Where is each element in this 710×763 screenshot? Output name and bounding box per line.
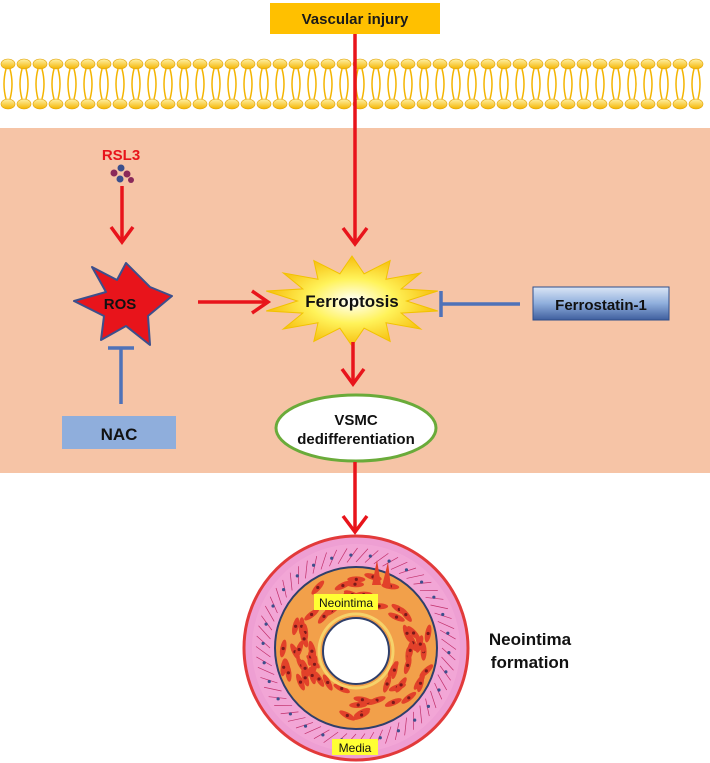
arrowhead-vsmc (341, 514, 369, 535)
vsmc-ellipse (274, 393, 438, 463)
media-tag-box (332, 739, 378, 755)
neointima-tag-box (314, 594, 378, 610)
nac-box (62, 416, 176, 449)
vsmc-label-line1: VSMC (334, 412, 378, 429)
neointima-formation-line1: Neointima (489, 630, 572, 649)
rsl3-label: RSL3 (102, 147, 140, 164)
neointima-tag-label: Neointima (319, 596, 373, 610)
cell-membrane-bilayer (0, 58, 704, 110)
ferrostatin-box (532, 286, 670, 321)
nac-label: NAC (101, 425, 138, 444)
rsl3-molecule-icon (110, 164, 134, 183)
arrowhead-ferroptosis (340, 367, 366, 387)
ferroptosis-label: Ferroptosis (305, 292, 399, 311)
arrowhead-ros (251, 289, 272, 315)
vessel-cross-section (242, 534, 470, 762)
arrowhead-rsl3 (109, 225, 135, 245)
vascular-injury-box (270, 3, 440, 34)
vsmc-label-line2: dedifferentiation (297, 431, 415, 448)
ros-label: ROS (104, 296, 137, 313)
media-tag-label: Media (339, 741, 372, 755)
ferrostatin-label: Ferrostatin-1 (555, 297, 647, 314)
vascular-injury-label: Vascular injury (302, 11, 409, 28)
neointima-formation-line2: formation (491, 653, 569, 672)
ros-shape (73, 262, 173, 346)
arrowhead-injury (341, 226, 369, 247)
